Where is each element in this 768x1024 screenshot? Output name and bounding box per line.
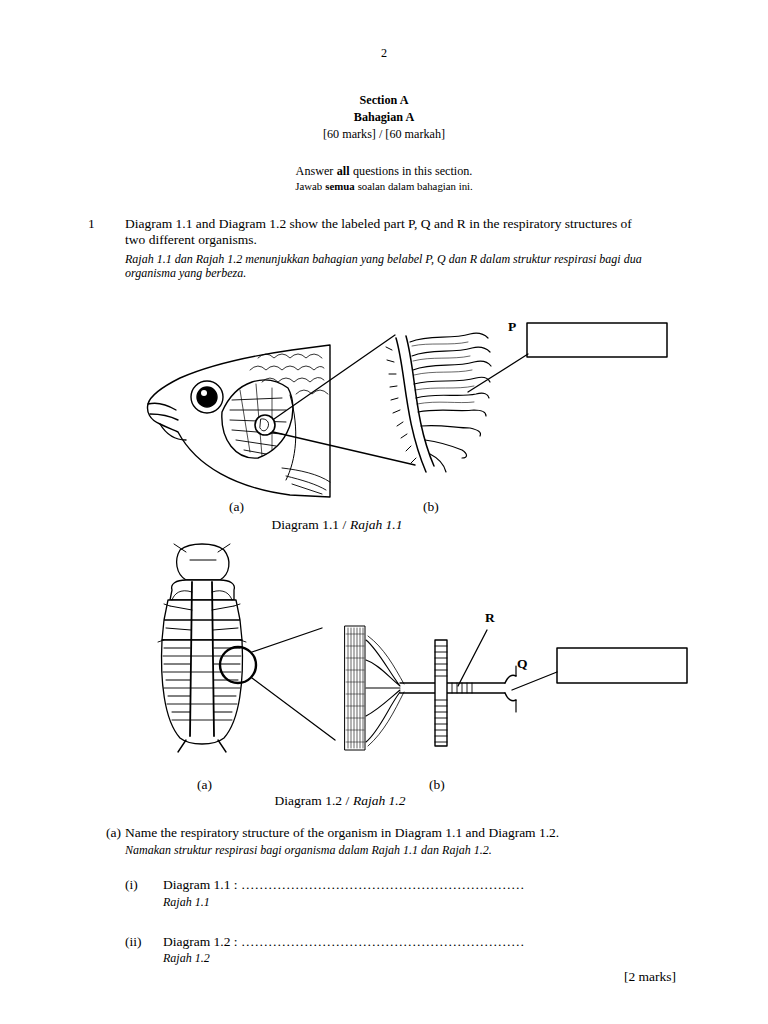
text-line: Rajah 1.1 dan Rajah 1.2 menunjukkan baha… [125, 252, 650, 281]
item-number: (ii) [125, 934, 142, 949]
marks-note: [60 marks] / [60 markah] [323, 127, 445, 141]
text-line: 1 [88, 216, 95, 232]
question-text: Diagram 1.1 and Diagram 1.2 show the lab… [125, 216, 632, 247]
figure-caption: Rajah 1.2 [353, 793, 406, 808]
text-line: Jawabsemua soalan dalam bahagian ini. [0, 180, 768, 193]
instruction: soalan dalam bahagian ini. [358, 180, 473, 192]
text-line: P [508, 319, 516, 335]
question-text: Namakan struktur respirasi bagi organism… [125, 843, 492, 857]
item-label: Rajah 1.1 [163, 895, 210, 909]
text-line: (b) [423, 499, 439, 515]
text-line: Diagram 1.2 /Rajah 1.2 [140, 793, 540, 809]
sub-figure-label: (a) [229, 499, 244, 514]
text-line: R [485, 610, 495, 626]
zoom-line [273, 335, 415, 465]
part-label: Q [517, 656, 528, 671]
part-label: R [485, 610, 495, 625]
item-number: (i) [125, 877, 138, 892]
section-heading: Bahagian A [354, 110, 414, 124]
text-line: Q [517, 656, 528, 672]
sub-figure-label: (b) [423, 499, 439, 514]
text-line: Diagram 1.1 and Diagram 1.2 show the lab… [125, 216, 650, 248]
trachea [345, 626, 516, 750]
instruction: all [337, 164, 350, 178]
text-line: Rajah 1.2 [163, 951, 210, 965]
text-line: Diagram 1.2 : ……………………………………………………… [163, 934, 524, 950]
sub-figure-label: (a) [197, 777, 212, 792]
instruction: Jawab [295, 180, 322, 192]
fish-head [148, 345, 331, 497]
figure-caption: Rajah 1.1 [350, 517, 403, 532]
section-heading: Section A [360, 93, 409, 107]
text-line: Diagram 1.1 : ……………………………………………………… [163, 877, 524, 893]
part-label: P [508, 319, 516, 334]
figure-caption: Diagram 1.2 / [275, 793, 350, 808]
text-line: Section A [0, 93, 768, 108]
page-number: 2 [381, 46, 387, 60]
gill [386, 333, 491, 472]
sub-question-number: (a) [106, 825, 121, 840]
instruction: semua [325, 180, 354, 192]
question-number: 1 [88, 216, 95, 231]
answer-line: Diagram 1.1 : ……………………………………………………… [163, 877, 524, 892]
text-line: [2 marks] [624, 969, 676, 985]
question-text: Name the respiratory structure of the or… [125, 825, 559, 840]
instruction: questions in this section. [353, 164, 472, 178]
text-line: Answerallquestions in this section. [0, 164, 768, 179]
sub-figure-label: (b) [429, 777, 445, 792]
item-label: Rajah 1.2 [163, 951, 210, 965]
text-line: (i) [125, 877, 138, 893]
text-line: 2 [0, 46, 768, 61]
leader-line [458, 630, 487, 686]
zoom-line [252, 628, 335, 740]
answer-box [557, 648, 687, 683]
marks-note: [2 marks] [624, 969, 676, 984]
instruction: Answer [296, 164, 334, 178]
text-line: (a) [229, 499, 244, 515]
question-text: Rajah 1.1 dan Rajah 1.2 menunjukkan baha… [125, 252, 642, 280]
text-line: [60 marks] / [60 markah] [0, 127, 768, 142]
text-line: Namakan struktur respirasi bagi organism… [125, 843, 705, 857]
text-line: (a) [106, 825, 121, 841]
answer-box [527, 323, 667, 357]
text-line: (a) [197, 777, 212, 793]
leader-line [512, 672, 557, 690]
cockroach [158, 544, 256, 752]
text-line: (b) [429, 777, 445, 793]
text-line: Diagram 1.1 /Rajah 1.1 [137, 517, 537, 533]
leader-line [468, 354, 528, 392]
text-line: Name the respiratory structure of the or… [125, 825, 705, 841]
answer-line: Diagram 1.2 : ……………………………………………………… [163, 934, 524, 949]
text-line: Rajah 1.1 [163, 895, 210, 909]
text-line: (ii) [125, 934, 142, 950]
text-line: Bahagian A [0, 110, 768, 125]
figure-caption: Diagram 1.1 / [272, 517, 347, 532]
